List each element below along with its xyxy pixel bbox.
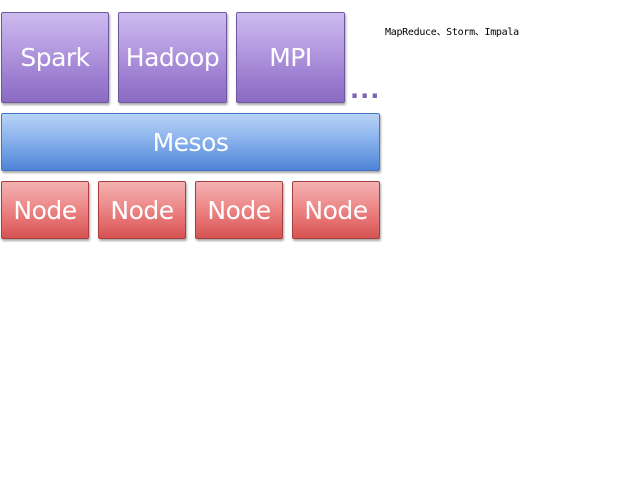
node-label: Node [207,195,271,225]
mesos-layer-box: Mesos [1,113,380,171]
framework-examples-note: MapReduce、Storm、Impala [385,27,519,38]
framework-label: Spark [20,43,90,72]
node-label: Node [13,195,77,225]
node-label: Node [304,195,368,225]
framework-spark-box: Spark [1,12,109,103]
node-box: Node [1,181,89,239]
framework-label: Hadoop [125,43,220,72]
node-box: Node [195,181,283,239]
framework-mpi-box: MPI [236,12,345,103]
node-box: Node [98,181,186,239]
node-label: Node [110,195,174,225]
framework-hadoop-box: Hadoop [118,12,227,103]
framework-label: MPI [269,43,312,72]
more-frameworks-ellipsis: ... [350,76,381,104]
mesos-label: Mesos [152,127,229,157]
node-box: Node [292,181,380,239]
